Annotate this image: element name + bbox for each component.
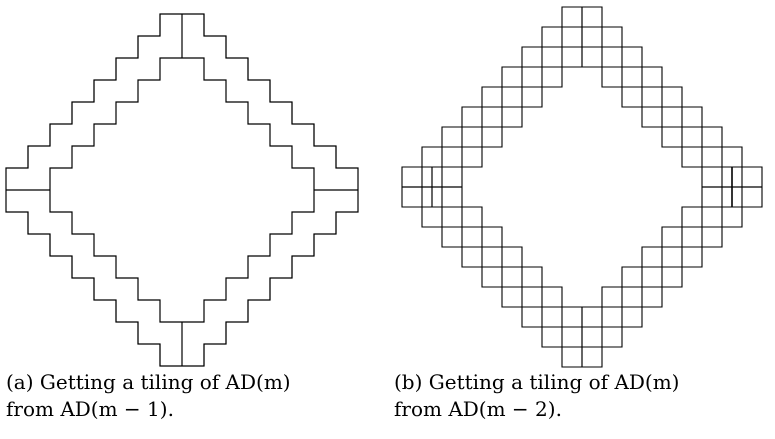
aztec-diamond-tiling-diagram-b [401, 6, 763, 368]
inner-boundary [49, 57, 315, 323]
inner-boundary [441, 46, 723, 328]
figure-a: (a) Getting a tiling of AD(m) from AD(m … [0, 0, 385, 439]
outer-boundary [421, 26, 743, 348]
inner-boundary [461, 66, 703, 308]
figure-a-caption: (a) Getting a tiling of AD(m) from AD(m … [6, 370, 291, 421]
aztec-diamond-tiling-diagram-a [5, 13, 359, 367]
outer-boundary [5, 13, 359, 367]
figure-b: (b) Getting a tiling of AD(m) from AD(m … [390, 0, 775, 439]
figure-b-caption: (b) Getting a tiling of AD(m) from AD(m … [394, 370, 680, 421]
